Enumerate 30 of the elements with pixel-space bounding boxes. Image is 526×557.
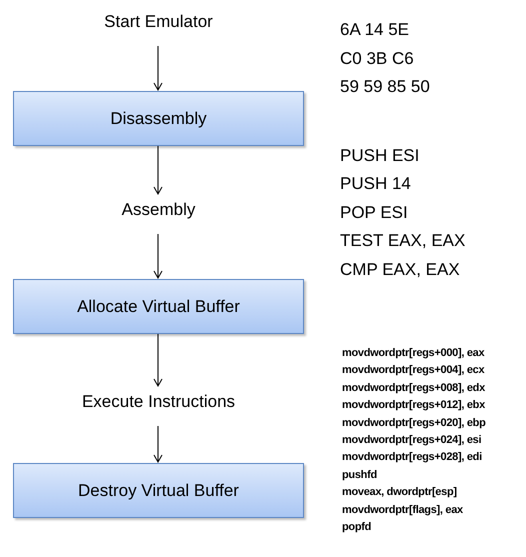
code-line: movdwordptr[regs+028], edi xyxy=(342,451,482,466)
arrow xyxy=(154,234,162,278)
process-box: Allocate Virtual Buffer xyxy=(13,279,304,334)
code-line: movdwordptr[regs+020], ebp xyxy=(342,416,486,430)
hex-bytes: 6A 14 5E xyxy=(340,19,410,40)
code-line: movdwordptr[flags], eax xyxy=(342,504,463,518)
arrow xyxy=(154,146,162,194)
instruction-text: POP ESI xyxy=(340,202,408,224)
instruction-text: CMP EAX, EAX xyxy=(340,258,460,280)
arrow xyxy=(154,334,162,386)
code-line: movdwordptr[regs+000], eax xyxy=(342,347,484,361)
step-label: Start Emulator xyxy=(13,8,304,36)
instruction-text: TEST EAX, EAX xyxy=(340,230,466,252)
code-line: movdwordptr[regs+012], ebx xyxy=(342,399,485,413)
code-line: movdwordptr[regs+008], edx xyxy=(342,382,485,396)
process-box: Disassembly xyxy=(13,91,304,146)
hex-bytes: C0 3B C6 xyxy=(340,48,414,69)
code-line: movdwordptr[regs+024], esi xyxy=(342,434,482,448)
step-label: Assembly xyxy=(13,196,304,224)
process-box: Destroy Virtual Buffer xyxy=(13,463,304,518)
instruction-text: PUSH 14 xyxy=(340,173,411,195)
arrow xyxy=(154,426,162,462)
hex-bytes: 59 59 85 50 xyxy=(340,76,430,98)
arrow xyxy=(154,46,162,90)
code-line: pushfd xyxy=(342,468,377,483)
code-line: moveax, dwordptr[esp] xyxy=(342,486,457,500)
step-label: Execute Instructions xyxy=(13,388,304,416)
code-line: popfd xyxy=(342,521,372,535)
code-line: movdwordptr[regs+004], ecx xyxy=(342,364,484,378)
instruction-text: PUSH ESI xyxy=(340,145,420,166)
